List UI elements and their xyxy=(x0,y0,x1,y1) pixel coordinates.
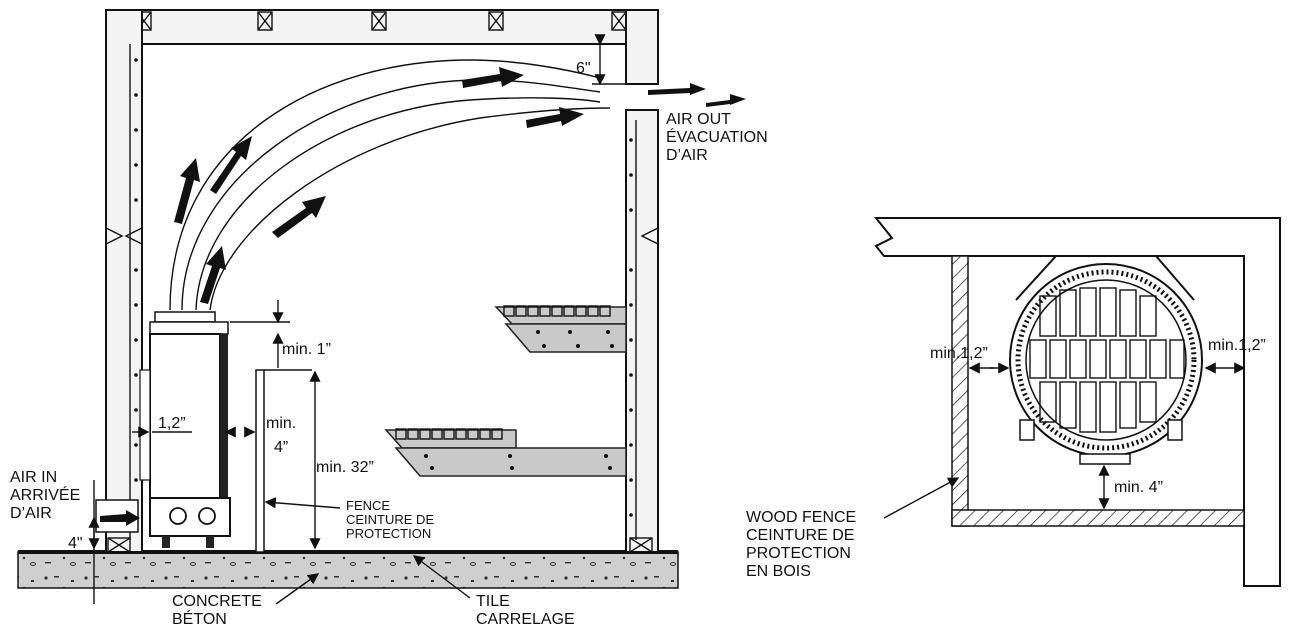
dim-min-32-label: min. 32” xyxy=(316,459,374,476)
top-view: min.1,2” min.1,2” min. 4” WOOD FENCE CEI… xyxy=(746,217,1281,587)
ceiling-studs xyxy=(136,11,627,31)
air-in-fr-label-2: D’AIR xyxy=(10,505,52,522)
airflow-curves xyxy=(169,59,611,311)
upper-bench xyxy=(494,305,627,353)
wood-fence-label-2: CEINTURE DE xyxy=(746,527,854,544)
dim-min-4-label-b: 4” xyxy=(274,439,288,456)
left-wall xyxy=(105,9,143,553)
concrete-floor xyxy=(17,551,679,589)
air-out-label: AIR OUT xyxy=(666,111,731,128)
tile-label-1: TILE xyxy=(476,593,510,610)
fence-label-1: FENCE xyxy=(346,498,390,513)
wood-fence-bottom xyxy=(951,509,1245,527)
tile-label-2: CARRELAGE xyxy=(476,611,575,628)
wood-fence-label-4: EN BOIS xyxy=(746,563,811,580)
fence-label-3: PROTECTION xyxy=(346,526,431,541)
dim-min-4-label-a: min. xyxy=(266,415,296,432)
heater-fence xyxy=(255,369,312,553)
top-min-left-label: min.1,2” xyxy=(930,345,988,362)
ceiling-beam xyxy=(105,9,659,45)
corner-walls xyxy=(873,217,1281,587)
heater-knob-1 xyxy=(169,507,187,525)
right-wall-upper xyxy=(625,9,659,85)
dim-1-2-label: 1,2” xyxy=(158,415,186,432)
heater xyxy=(139,311,231,548)
right-wall-dots xyxy=(629,138,633,517)
top-min-right-label: min.1,2” xyxy=(1208,337,1266,354)
wood-fence-label-1: WOOD FENCE xyxy=(746,509,856,526)
air-out-fr-label-1: ÉVACUATION xyxy=(666,127,768,146)
left-wall-dots xyxy=(134,58,138,482)
air-in-label: AIR IN xyxy=(10,469,57,486)
fence-label-2: CEINTURE DE xyxy=(346,512,434,527)
air-in-fr-label-1: ARRIVÉE xyxy=(10,485,80,504)
lower-bench xyxy=(384,428,627,477)
top-min-bottom-label: min. 4” xyxy=(1114,479,1163,496)
dim-6-label: 6" xyxy=(576,60,591,77)
air-out-fr-label-2: D’AIR xyxy=(666,147,708,164)
heater-knob-2 xyxy=(198,507,216,525)
wood-fence-left xyxy=(951,255,969,527)
dim-min-1-label: min. 1” xyxy=(282,341,331,358)
heater-top xyxy=(1009,255,1203,465)
wood-fence-label-3: PROTECTION xyxy=(746,545,851,562)
concrete-label-1: CONCRETE xyxy=(172,593,262,610)
side-view: 6" AIR OUT ÉVACUATION D’AIR xyxy=(10,9,768,628)
airflow-arrows xyxy=(174,67,746,304)
concrete-label-2: BÉTON xyxy=(172,609,227,628)
dim-4-label: 4" xyxy=(68,535,83,552)
